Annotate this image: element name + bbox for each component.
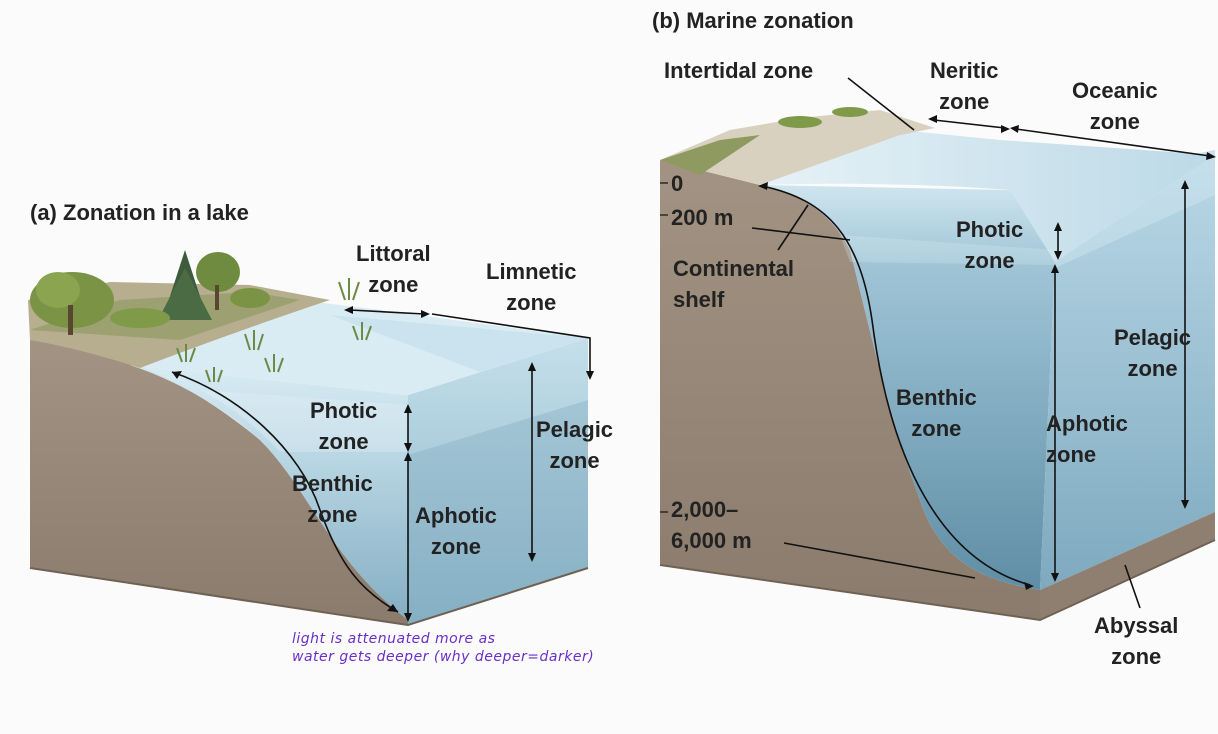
intertidal-zone-label: Intertidal zone (664, 58, 814, 83)
marine-panel-title: (b) Marine zonation (652, 8, 854, 33)
handwritten-annotation: light is attenuated more as water gets d… (292, 631, 595, 665)
lake-water-front (130, 365, 408, 620)
lake-water-side (408, 338, 588, 625)
marine-benthic-arrow (761, 185, 1031, 586)
lake-reeds (176, 278, 372, 383)
marine-land-top (660, 110, 935, 185)
marine-block (659, 77, 1216, 622)
marine-surface (760, 130, 1215, 262)
depth-200m-label: 200 m (671, 205, 734, 230)
marine-water-front (760, 185, 1055, 590)
lake-benthic-arrow (171, 371, 399, 613)
deep-depth-label: 2,000–6,000 m (671, 497, 752, 553)
lake-soil (30, 340, 408, 625)
depth-0-label: 0 (671, 171, 684, 196)
marine-water-side (1040, 155, 1215, 590)
marine-soil (660, 160, 1040, 620)
lake-trees (30, 250, 270, 335)
lake-block (28, 250, 594, 627)
lake-panel-title: (a) Zonation in a lake (30, 200, 249, 225)
